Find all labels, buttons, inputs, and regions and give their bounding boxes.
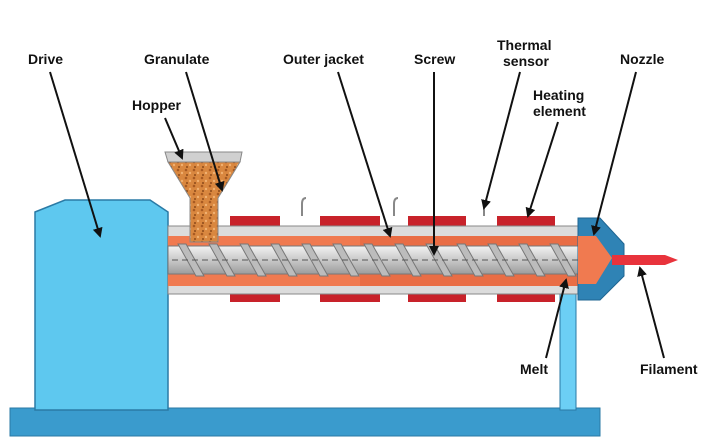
label-granulate: Granulate [144, 51, 210, 67]
support-leg [559, 289, 577, 411]
label-heating-element-line2: element [533, 103, 586, 119]
arrow-melt [545, 278, 569, 359]
label-thermal-sensor-line1: Thermal [497, 37, 551, 53]
base-plate [9, 407, 601, 437]
arrow-thermal-sensor [481, 71, 521, 210]
screw-flight [487, 243, 515, 277]
label-melt: Melt [520, 361, 548, 377]
label-outer-jacket: Outer jacket [283, 51, 364, 67]
label-hopper: Hopper [132, 97, 182, 113]
label-thermal-sensor-line2: sensor [503, 53, 549, 69]
arrow-heating-element [525, 121, 559, 218]
label-screw: Screw [414, 51, 455, 67]
screw-flight [456, 243, 484, 277]
arrow-filament [637, 266, 665, 359]
filament [612, 255, 678, 265]
arrow-drive [49, 71, 103, 238]
label-filament: Filament [640, 361, 698, 377]
thermal-sensors [301, 197, 485, 216]
heater-bands-bottom [230, 294, 555, 302]
label-heating-element-line1: Heating [533, 87, 584, 103]
label-drive: Drive [28, 51, 63, 67]
arrow-outer-jacket [337, 71, 393, 238]
drive-box [34, 199, 169, 411]
label-nozzle: Nozzle [620, 51, 665, 67]
screw-flight [177, 243, 205, 277]
leader-arrows [49, 71, 665, 359]
arrow-granulate [185, 71, 225, 192]
arrow-hopper [164, 117, 184, 160]
heater-bands-top [230, 216, 555, 226]
arrow-nozzle [591, 71, 637, 236]
